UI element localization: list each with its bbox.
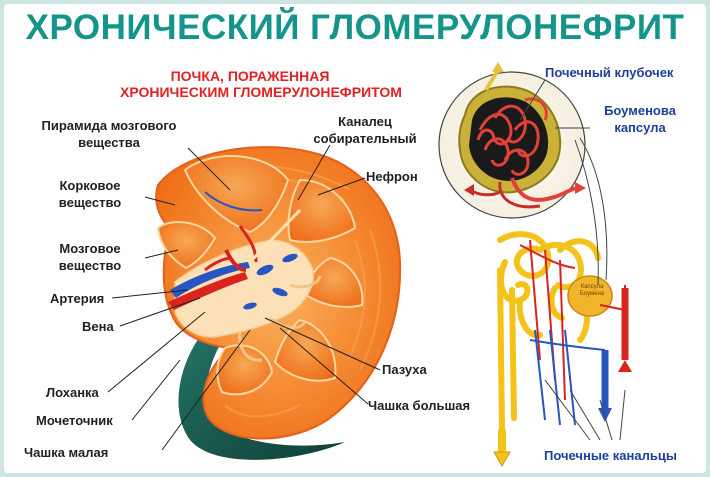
label-pelvis: Лоханка [46,385,99,400]
label-medulla-line2: вещество [58,258,122,273]
glomerulus-zoom [438,62,586,219]
glomerulus-capillaries [476,97,548,176]
label-pyramid-line1: Пирамида мозгового [41,118,177,133]
collecting-duct-line [248,208,302,264]
label-capsule-inner: Капсула Боумена [572,284,612,298]
pyramid-right-top [287,178,357,243]
minor-calyx-shapes [238,275,322,362]
nephron-leader-lines [519,79,626,441]
nephron-capillaries-red [519,239,626,401]
efferent-vessel [498,181,541,209]
renal-arteries [168,225,258,310]
label-ureter: Мочеточник [36,413,113,428]
label-vein: Вена [82,319,114,334]
kidney [155,146,402,460]
label-artery: Артерия [50,291,105,306]
label-medulla-line1: Мозговое [59,241,121,256]
pyramid-top [183,155,290,234]
label-pyramid-line2: вещества [78,135,140,150]
label-cortex-line2: вещество [58,195,122,210]
label-capsule-inner-line2: Боумена [579,291,605,297]
renal-pelvis [174,239,314,338]
pyramid-left [156,221,217,270]
label-collecting-duct-line1: Каналец [338,114,392,129]
kidney-subtitle-line2: ХРОНИЧЕСКИМ ГЛОМЕРУЛОНЕФРИТОМ [120,84,402,100]
renal-veins [170,191,298,310]
label-sinus: Пазуха [382,362,427,377]
label-collecting-duct: Каналец собирательный [300,113,430,147]
label-nephron: Нефрон [366,169,418,184]
label-bowman-line2: капсула [614,120,666,135]
label-glomerulus: Почечный клубочек [545,65,674,80]
label-cortex-line1: Корковое [59,178,121,193]
kidney-subtitle-line1: ПОЧКА, ПОРАЖЕННАЯ [170,68,330,84]
label-pyramid: Пирамида мозгового вещества [24,117,194,151]
label-cortex: Корковое вещество [40,177,140,211]
label-bowman-capsule: Боуменова капсула [588,102,692,136]
kidney-leader-lines [107,144,381,451]
pyramid-bottom-left [216,344,274,396]
label-medulla: Мозговое вещество [40,240,140,274]
label-minor-calyx: Чашка малая [24,445,109,460]
label-capsule-inner-line1: Капсула [580,284,604,290]
tubules [497,231,601,433]
nephron-detail [493,231,632,468]
label-tubules: Почечные канальцы [544,448,677,463]
afferent-vessel [510,177,576,202]
label-collecting-duct-line2: собирательный [313,131,417,146]
label-bowman-line1: Боуменова [604,103,676,118]
label-major-calyx: Чашка большая [368,398,471,413]
kidney-subtitle: ПОЧКА, ПОРАЖЕННАЯ ХРОНИЧЕСКИМ ГЛОМЕРУЛОН… [120,68,402,100]
page-title: ХРОНИЧЕСКИЙ ГЛОМЕРУЛОНЕФРИТ [25,8,685,47]
